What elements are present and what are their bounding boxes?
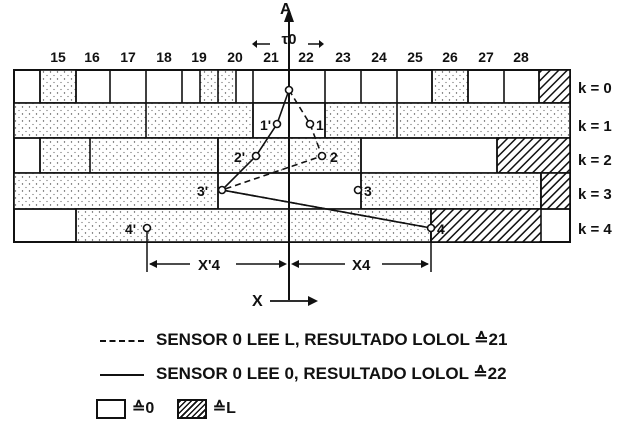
- x4-label: X4: [352, 257, 371, 274]
- arrow-up-icon: [284, 8, 294, 22]
- key-blank-text: ≙0: [132, 400, 155, 417]
- point-labels: 1' 1 2' 2 3' 3 4' 4: [125, 117, 445, 237]
- row-label: k = 3: [578, 186, 612, 203]
- x-axis-label: X: [252, 293, 263, 310]
- point-label: 3': [197, 183, 208, 199]
- row-k4: [75, 208, 542, 243]
- solid-line-swatch: [100, 373, 144, 376]
- cell-key: ≙0 ≙L: [96, 398, 236, 419]
- row-label: k = 4: [578, 221, 612, 238]
- col-label: 16: [84, 49, 100, 65]
- point-label: 4': [125, 221, 136, 237]
- point-label: 2': [234, 149, 245, 165]
- arrow-right-icon: [319, 40, 324, 48]
- dimension-lines: [146, 232, 432, 272]
- col-label: 20: [227, 49, 243, 65]
- col-label: 24: [371, 49, 387, 65]
- col-label: 26: [442, 49, 458, 65]
- hatched-cell-swatch: [176, 398, 207, 419]
- legend-solid-text: SENSOR 0 LEE 0, RESULTADO LOLOL ≙22: [156, 364, 507, 383]
- col-label: 27: [478, 49, 494, 65]
- tau-label: τ0: [281, 31, 296, 48]
- state-diagram: 15 16 17 18 19 20 21 22 23 24 25 26 27 2…: [13, 1, 612, 310]
- col-label: 15: [50, 49, 66, 65]
- key-hatched-text: ≙L: [212, 400, 236, 417]
- state-points: [142, 85, 436, 233]
- row-k3: [13, 172, 571, 210]
- point-label: 1: [316, 117, 324, 133]
- point-2p: [251, 151, 261, 161]
- legend-solid: SENSOR 0 LEE 0, RESULTADO LOLOL ≙22: [100, 364, 507, 384]
- row-label: k = 1: [578, 118, 612, 135]
- x4-prime-label: X'4: [198, 257, 221, 274]
- point-origin: [284, 85, 294, 95]
- dashed-line-swatch: [100, 339, 144, 342]
- point-2: [317, 151, 327, 161]
- axis-a-label: A: [280, 1, 292, 18]
- col-label: 18: [156, 49, 172, 65]
- col-label: 21: [263, 49, 279, 65]
- col-label: 28: [513, 49, 529, 65]
- point-4p: [142, 223, 152, 233]
- point-1: [305, 119, 315, 129]
- col-label: 25: [407, 49, 423, 65]
- point-label: 2: [330, 149, 338, 165]
- col-label: 23: [335, 49, 351, 65]
- point-1p: [272, 119, 282, 129]
- point-4: [426, 223, 436, 233]
- col-label: 17: [120, 49, 136, 65]
- track-grid: [13, 69, 571, 243]
- arrow-left-icon: [252, 40, 257, 48]
- legend-dashed-text: SENSOR 0 LEE L, RESULTADO LOLOL ≙21: [156, 330, 508, 349]
- col-label: 22: [298, 49, 314, 65]
- column-headers: 15 16 17 18 19 20 21 22 23 24 25 26 27 2…: [50, 49, 529, 65]
- row-labels: k = 0 k = 1 k = 2 k = 3 k = 4: [578, 80, 612, 238]
- point-label: 3: [364, 183, 372, 199]
- col-label: 19: [191, 49, 207, 65]
- axis-a: A τ0: [252, 1, 324, 300]
- row-label: k = 2: [578, 152, 612, 169]
- blank-cell-swatch: [96, 398, 126, 419]
- point-label: 1': [260, 117, 271, 133]
- point-3p: [217, 185, 227, 195]
- point-label: 4: [437, 221, 445, 237]
- legend-dashed: SENSOR 0 LEE L, RESULTADO LOLOL ≙21: [100, 330, 507, 350]
- row-label: k = 0: [578, 80, 612, 97]
- point-3: [353, 185, 363, 195]
- row-k1: [13, 102, 571, 139]
- x-axis: X: [252, 293, 318, 310]
- arrow-right-icon: [308, 296, 318, 306]
